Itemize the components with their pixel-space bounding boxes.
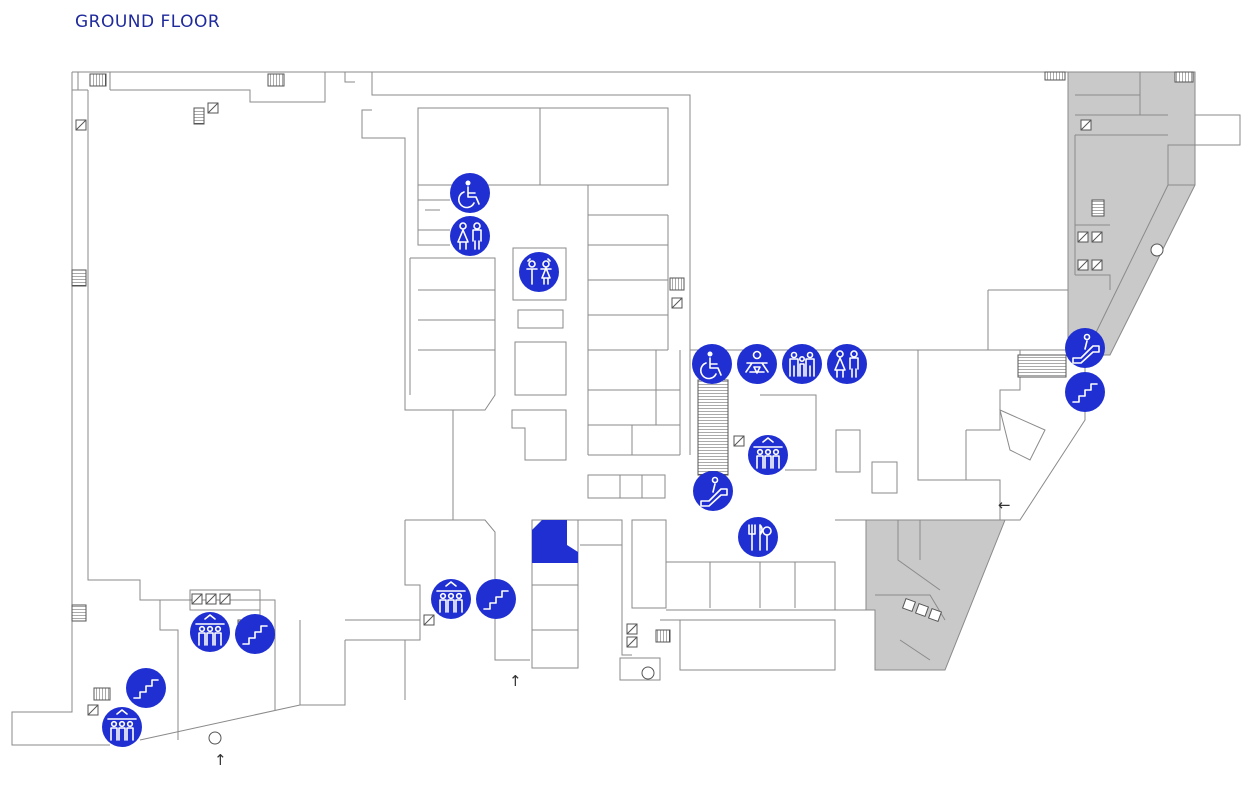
family-icon[interactable] <box>519 252 559 292</box>
restroom-icon[interactable] <box>827 344 867 384</box>
escalator-icon[interactable] <box>693 471 733 511</box>
elevator-icon[interactable] <box>431 579 471 619</box>
entrance-marker <box>1150 243 1164 257</box>
restroom-icon[interactable] <box>450 216 490 256</box>
stair-hatches <box>71 71 1194 701</box>
entrance-arrow-south-center: ↑ <box>509 672 522 690</box>
floor-title: GROUND FLOOR <box>75 12 221 32</box>
wheelchair-icon[interactable] <box>450 173 490 213</box>
entrance-marker <box>641 666 655 680</box>
stairs-icon[interactable] <box>1065 372 1105 412</box>
elevator-shafts <box>75 102 1103 716</box>
entrance-marker <box>208 731 222 745</box>
stairs-icon[interactable] <box>476 579 516 619</box>
stairs-icon[interactable] <box>126 668 166 708</box>
wheelchair-icon[interactable] <box>692 344 732 384</box>
baby-change-icon[interactable] <box>737 344 777 384</box>
elevator-icon[interactable] <box>190 612 230 652</box>
restaurant-icon[interactable] <box>738 517 778 557</box>
elevator-icon[interactable] <box>102 707 142 747</box>
entrance-arrow-south-west: ↑ <box>214 751 227 769</box>
escalator-icon[interactable] <box>1065 328 1105 368</box>
family-icon[interactable] <box>782 344 822 384</box>
highlighted-shop[interactable] <box>532 520 578 563</box>
stairs-icon[interactable] <box>235 614 275 654</box>
entrance-arrow-east: ← <box>998 496 1011 514</box>
elevator-icon[interactable] <box>748 435 788 475</box>
service-area-north-east <box>1067 71 1196 356</box>
outer-walls <box>11 71 1241 746</box>
